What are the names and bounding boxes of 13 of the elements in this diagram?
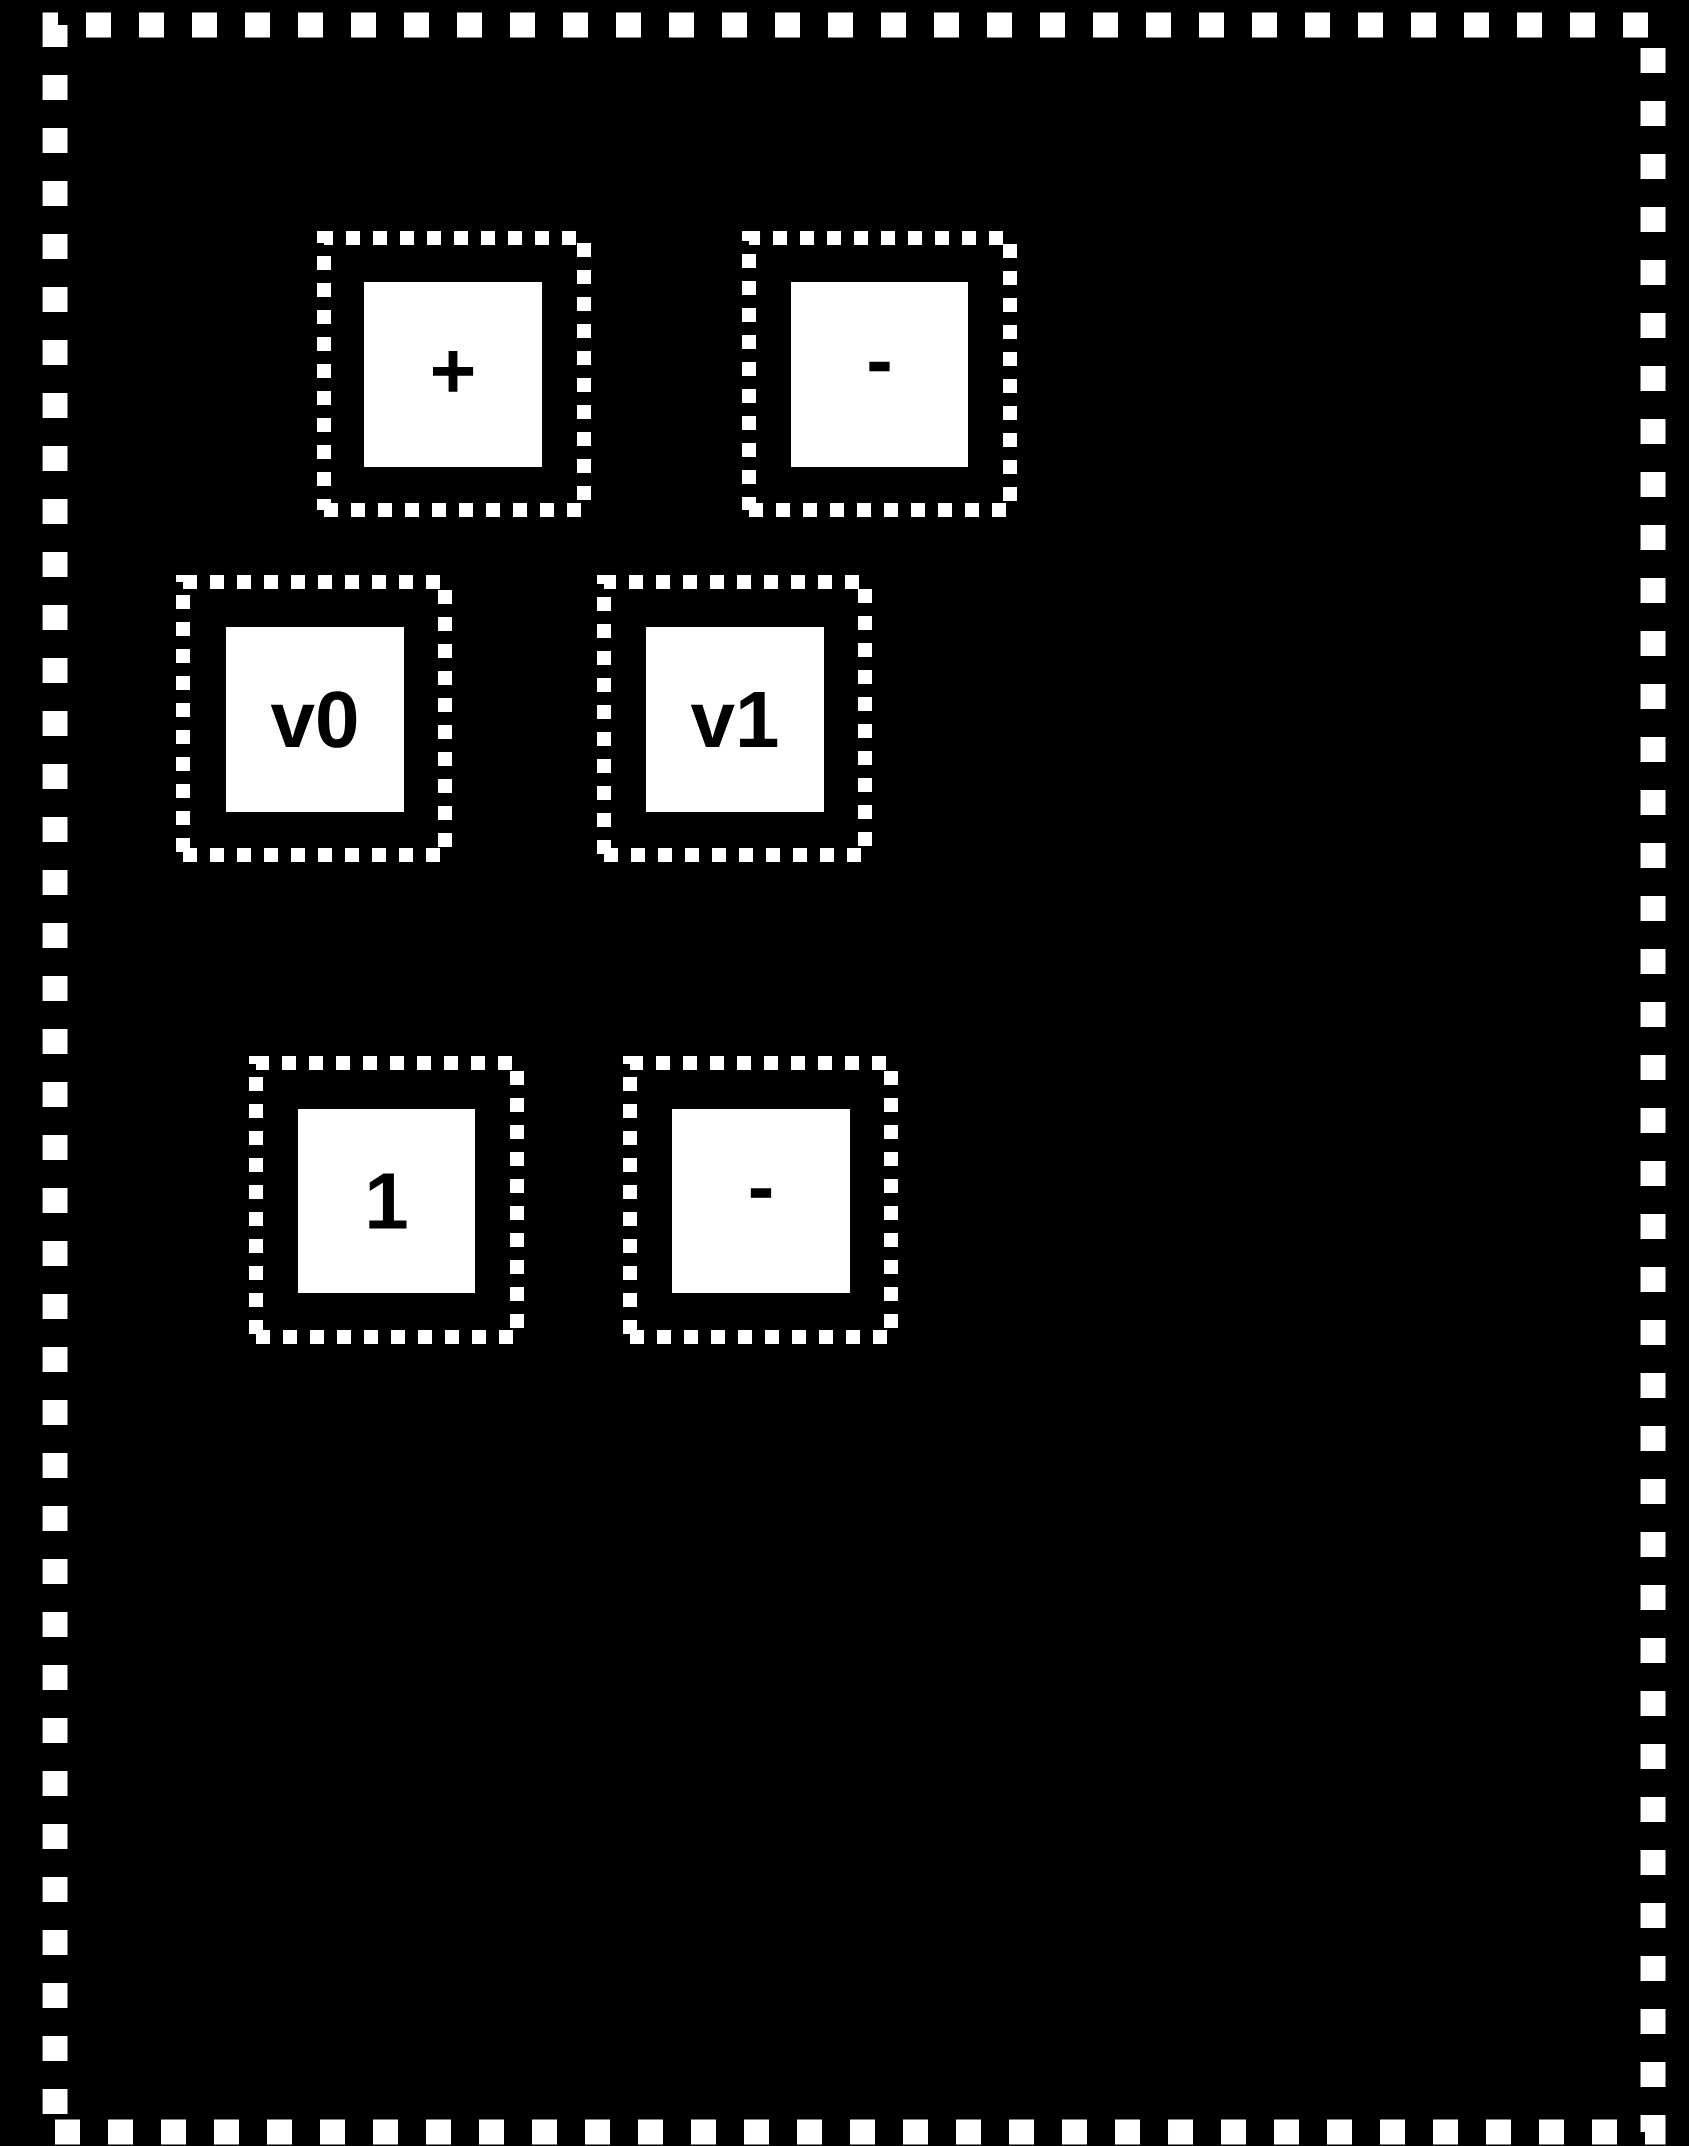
label-box: - <box>672 1109 850 1293</box>
label-box: v0 <box>226 627 404 812</box>
label-box: 1 <box>298 1109 475 1293</box>
label-box: v1 <box>646 627 824 812</box>
dotted-frame <box>742 231 1017 517</box>
dotted-frame <box>249 1056 524 1344</box>
dotted-frame <box>317 231 591 517</box>
dotted-frame <box>176 575 452 862</box>
dotted-frame <box>597 575 872 862</box>
dotted-frame <box>623 1056 898 1344</box>
label-box: - <box>791 282 968 467</box>
dashed-frame <box>42 12 1666 2145</box>
label-box: + <box>364 282 542 467</box>
